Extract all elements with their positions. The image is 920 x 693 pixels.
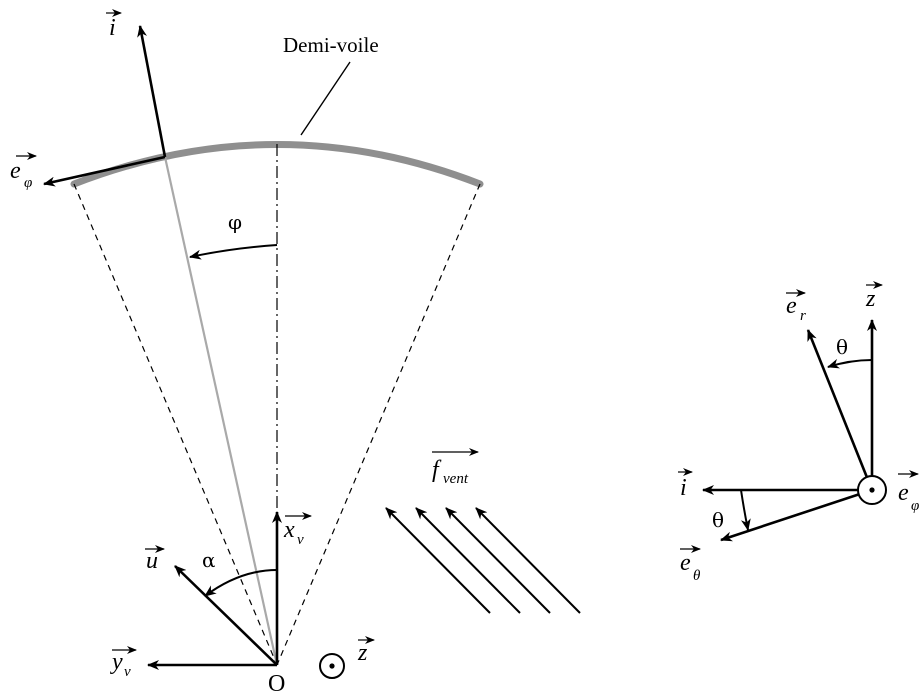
z-out-of-plane-left — [319, 653, 345, 679]
label-z-right: z — [865, 281, 883, 312]
svg-text:e: e — [10, 158, 21, 184]
svg-text:i: i — [109, 15, 116, 41]
wind-arrow-1 — [385, 507, 491, 614]
label-x-v: x v — [283, 512, 312, 548]
vector-i-left — [137, 25, 167, 158]
sector-edge-right — [276, 183, 481, 666]
label-e-r: e r — [786, 289, 806, 324]
sector-edge-left — [73, 183, 278, 666]
svg-text:θ: θ — [693, 568, 701, 584]
wind-arrow-3 — [445, 507, 551, 614]
vector-e-theta — [720, 488, 873, 542]
svg-text:v: v — [124, 664, 131, 680]
svg-text:i: i — [680, 475, 687, 501]
svg-text:e: e — [680, 550, 691, 576]
svg-text:u: u — [146, 548, 158, 574]
svg-text:φ: φ — [24, 175, 32, 191]
wind-arrow-2 — [415, 507, 521, 614]
vector-e-r — [806, 329, 874, 491]
sail-label-leader — [300, 61, 351, 136]
wind-arrow-4 — [475, 507, 581, 614]
svg-text:e: e — [786, 293, 797, 319]
phi-label: φ — [228, 210, 242, 234]
svg-text:z: z — [357, 640, 368, 666]
label-u: u — [145, 545, 165, 574]
label-y-v: y v — [110, 646, 137, 680]
vector-e-phi-left — [43, 155, 166, 187]
e-phi-out-of-plane-right — [857, 475, 887, 505]
theta-label-top: θ — [836, 335, 848, 359]
svg-text:e: e — [898, 480, 909, 506]
label-i-right: i — [678, 468, 693, 501]
svg-text:z: z — [865, 286, 876, 312]
svg-text:vent: vent — [443, 471, 469, 487]
alpha-angle-arc — [204, 569, 278, 597]
phi-angle-arc — [189, 244, 278, 260]
svg-text:f: f — [432, 457, 442, 483]
alpha-label: α — [202, 548, 216, 572]
theta-angle-arc-bottom — [740, 489, 751, 531]
svg-text:y: y — [110, 649, 123, 675]
label-f-vent: f vent — [432, 448, 479, 487]
origin-label: O — [268, 671, 285, 693]
svg-text:x: x — [283, 517, 295, 543]
vector-u — [174, 565, 278, 666]
label-z-left: z — [357, 636, 375, 666]
wind-arrows — [385, 507, 581, 614]
label-e-phi-left: e φ — [10, 152, 37, 191]
theta-label-bottom: θ — [712, 508, 724, 532]
svg-text:φ: φ — [911, 498, 919, 514]
label-e-theta: e θ — [680, 545, 701, 584]
label-e-phi-right: e φ — [898, 470, 919, 514]
radius-line — [163, 156, 279, 666]
svg-text:r: r — [800, 308, 806, 324]
theta-angle-arc-top — [827, 358, 873, 369]
svg-text:v: v — [297, 532, 304, 548]
sail-label: Demi-voile — [283, 33, 379, 57]
label-i-left: i — [106, 9, 122, 41]
